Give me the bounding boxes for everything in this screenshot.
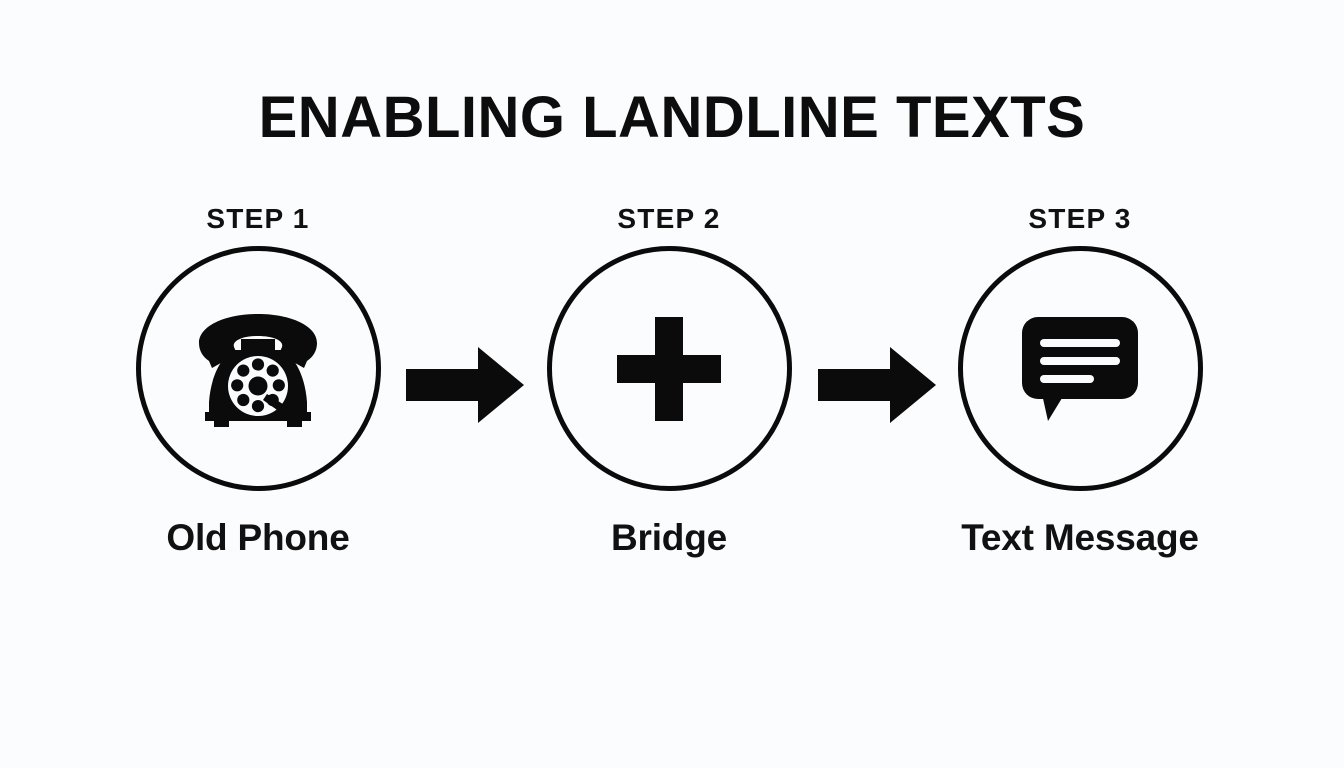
step-3: STEP 3 Text Message xyxy=(930,205,1230,556)
step-1: STEP 1 xyxy=(108,205,408,556)
page-title: ENABLING LANDLINE TEXTS xyxy=(258,85,1086,150)
arrow-right-icon-1 xyxy=(406,347,524,423)
step-2-circle xyxy=(546,246,792,491)
speech-bubble-icon xyxy=(1018,313,1142,425)
step-2-caption: Bridge xyxy=(611,517,727,558)
step-3-caption: Text Message xyxy=(961,517,1199,558)
arrow-right-icon-2 xyxy=(818,347,936,423)
step-2-label: STEP 2 xyxy=(617,203,721,234)
rotary-telephone-icon xyxy=(185,306,331,432)
step-2: STEP 2 Bridge xyxy=(519,205,819,556)
step-1-circle xyxy=(135,246,381,491)
plus-icon xyxy=(617,316,721,421)
step-3-circle xyxy=(957,246,1203,491)
step-3-label: STEP 3 xyxy=(1028,203,1132,234)
step-1-caption: Old Phone xyxy=(166,517,350,558)
step-flow: STEP 1 xyxy=(0,205,1344,605)
step-1-label: STEP 1 xyxy=(206,203,310,234)
